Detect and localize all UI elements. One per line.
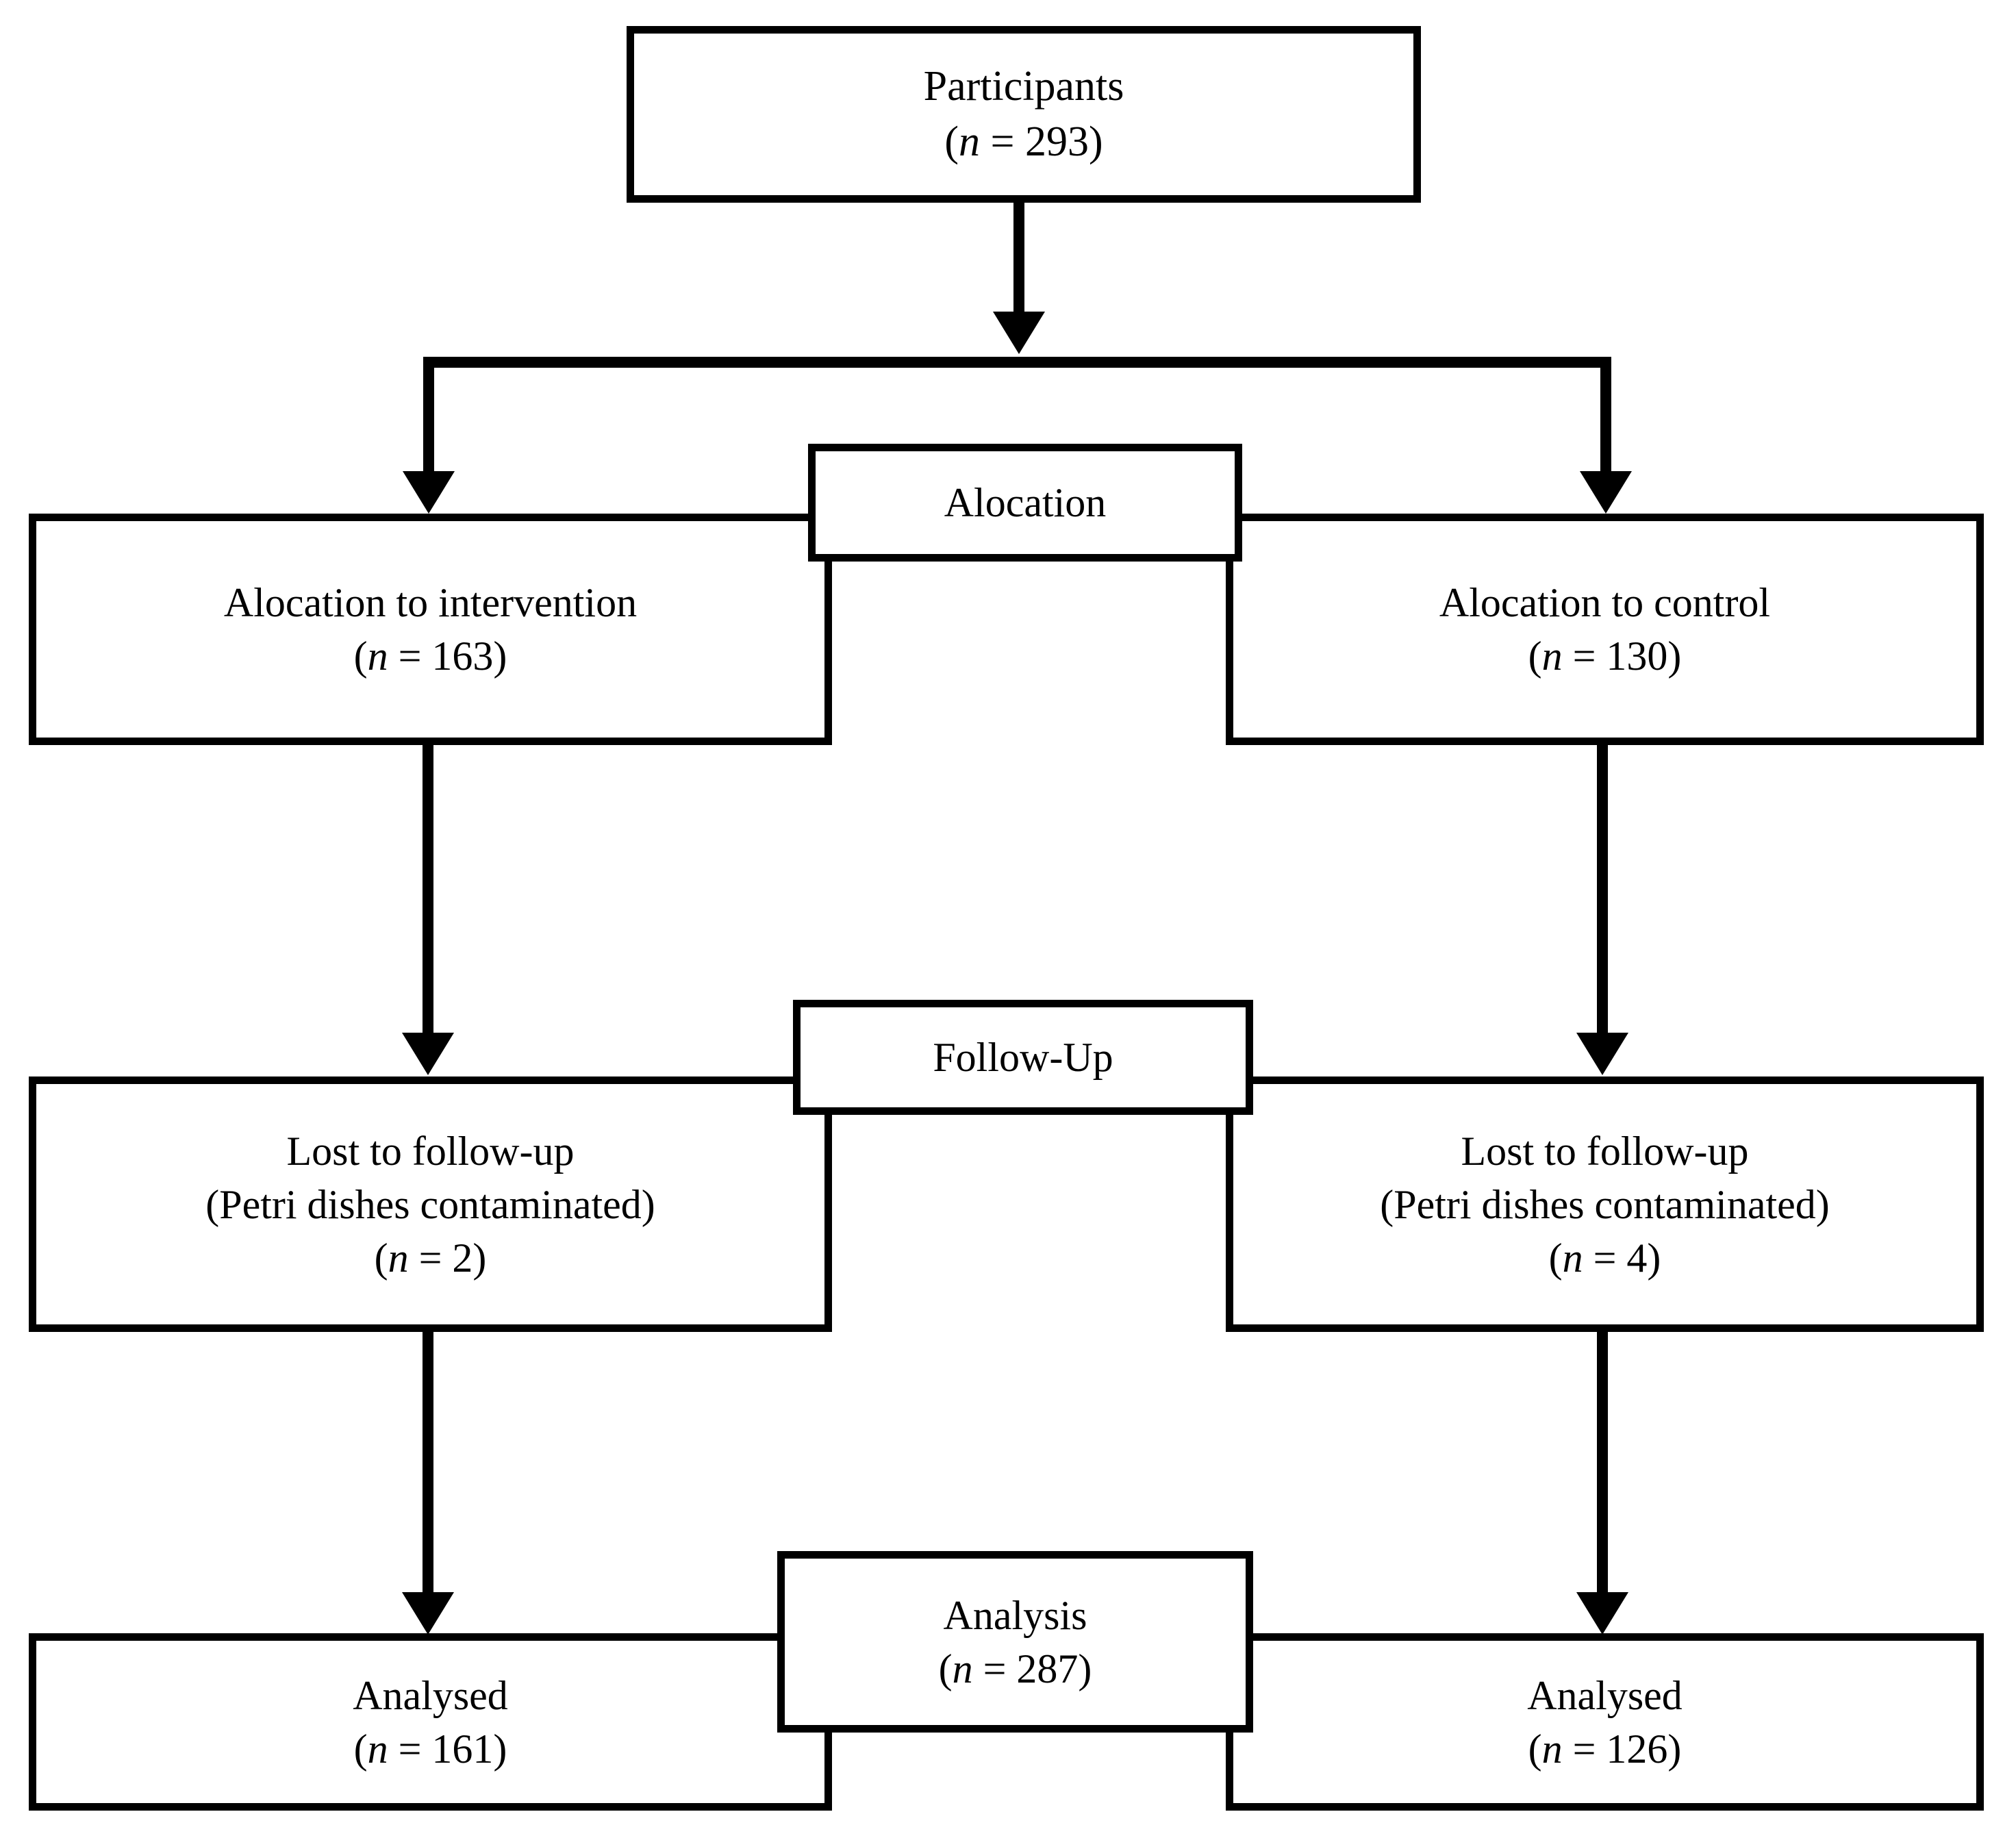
connector-split-right [1600, 357, 1611, 475]
arrowhead-split-right [1580, 471, 1632, 514]
stage-allocation-text: Alocation [944, 480, 1107, 525]
arrowhead-participants-stem [993, 312, 1045, 354]
lost-followup-intervention-box: Lost to follow-up (Petri dishes contamin… [29, 1077, 832, 1332]
lost-followup-intervention-label: Lost to follow-up [286, 1128, 575, 1174]
connector-right-followup-to-analysis [1597, 1332, 1608, 1596]
lost-followup-control-count: (n = 4) [1548, 1235, 1661, 1281]
lost-followup-intervention-count: (n = 2) [374, 1235, 487, 1281]
connector-left-alloc-to-followup [423, 745, 433, 1036]
connector-participants-stem [1013, 203, 1024, 326]
participants-label: Participants [923, 63, 1124, 110]
stage-analysis-count: (n = 287) [938, 1646, 1092, 1691]
allocation-control-box: Alocation to control (n = 130) [1226, 514, 1984, 745]
allocation-intervention-box: Alocation to intervention (n = 163) [29, 514, 832, 745]
allocation-control-count: (n = 130) [1528, 633, 1682, 679]
connector-split-bar [423, 357, 1611, 368]
connector-left-followup-to-analysis [423, 1332, 433, 1596]
lost-followup-control-box: Lost to follow-up (Petri dishes contamin… [1226, 1077, 1984, 1332]
arrowhead-left-followup-to-analysis [402, 1592, 454, 1635]
connector-split-left [423, 357, 434, 475]
stage-analysis-text: Analysis [943, 1592, 1087, 1638]
analysed-intervention-label: Analysed [353, 1672, 508, 1718]
analysed-control-label: Analysed [1527, 1672, 1683, 1718]
stage-label-analysis: Analysis (n = 287) [777, 1551, 1253, 1733]
participants-box: Participants (n = 293) [627, 26, 1421, 203]
participants-count: (n = 293) [944, 118, 1103, 165]
lost-followup-control-reason: (Petri dishes contaminated) [1380, 1181, 1830, 1227]
arrowhead-split-left [403, 471, 455, 514]
allocation-control-label: Alocation to control [1439, 580, 1771, 625]
analysed-intervention-box: Analysed (n = 161) [29, 1633, 832, 1811]
allocation-intervention-label: Alocation to intervention [223, 580, 638, 625]
connector-right-alloc-to-followup [1597, 745, 1608, 1036]
arrowhead-right-alloc-to-followup [1576, 1033, 1628, 1075]
analysed-control-box: Analysed (n = 126) [1226, 1633, 1984, 1811]
stage-label-follow-up: Follow-Up [793, 1000, 1253, 1115]
analysed-control-count: (n = 126) [1528, 1726, 1682, 1772]
analysed-intervention-count: (n = 161) [353, 1726, 507, 1772]
lost-followup-intervention-reason: (Petri dishes contaminated) [205, 1181, 655, 1227]
stage-label-allocation: Alocation [808, 444, 1242, 562]
arrowhead-left-alloc-to-followup [402, 1033, 454, 1075]
lost-followup-control-label: Lost to follow-up [1461, 1128, 1749, 1174]
arrowhead-right-followup-to-analysis [1576, 1592, 1628, 1635]
allocation-intervention-count: (n = 163) [353, 633, 507, 679]
stage-follow-up-text: Follow-Up [933, 1035, 1113, 1080]
